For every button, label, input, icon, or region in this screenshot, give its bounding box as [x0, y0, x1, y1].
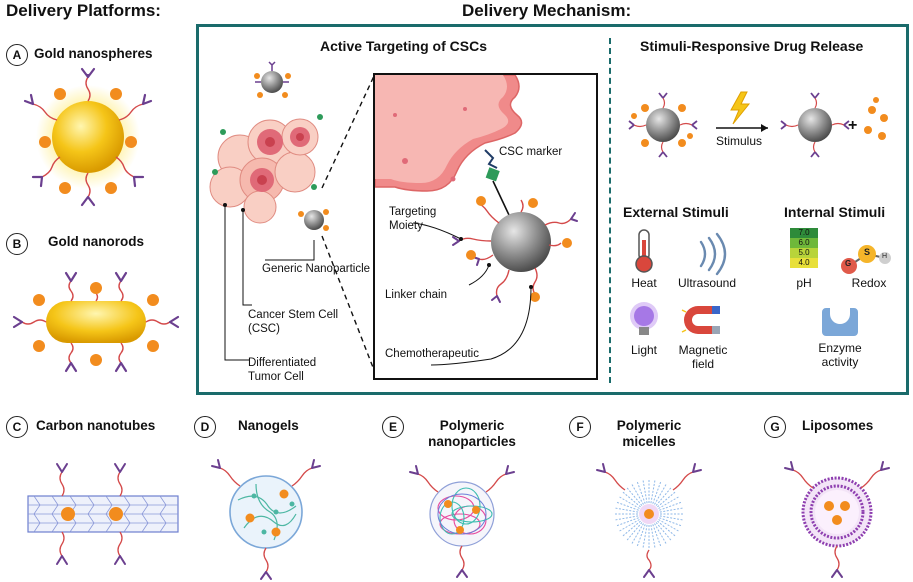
stimuli-release-illustration [628, 91, 888, 158]
magnet-icon [681, 306, 720, 334]
nanogel-illustration [211, 459, 321, 580]
active-targeting-title: Active Targeting of CSCs [320, 38, 487, 54]
stimulus-label: Stimulus [716, 134, 763, 148]
cancer-stem-cell-label: Cancer Stem Cell (CSC) [248, 309, 339, 336]
magnetic-field-label: Magnetic field [678, 343, 728, 372]
delivery-platforms-header: Delivery Platforms: [6, 1, 161, 20]
redox-label: Redox [851, 276, 887, 290]
generic-nanoparticle-label: Generic Nanoparticle [262, 263, 371, 275]
ph-5: 5.0 [790, 248, 818, 258]
platform-label-polymeric-micelles: Polymeric micelles [616, 418, 682, 449]
redox-molecule-icon [841, 245, 891, 274]
light-label: Light [630, 343, 658, 357]
liposome-illustration [784, 461, 890, 578]
enzyme-activity-label: Enzyme activity [818, 341, 862, 370]
platform-label-carbon-nanotubes: Carbon nanotubes [36, 418, 156, 433]
panel-divider [609, 38, 611, 383]
redox-g-letter: G [845, 259, 852, 268]
ph-scale: 7.0 6.0 5.0 4.0 [790, 228, 818, 268]
csc-marker-label: CSC marker [499, 146, 563, 158]
gold-nanorod-illustration [12, 271, 180, 373]
redox-h-letter: H [882, 253, 888, 260]
zoomed-targeting-illustration [375, 75, 578, 366]
polymeric-micelle-illustration [596, 463, 702, 578]
zoomed-targeting-panel: CSC marker Targeting Moiety Linker chain… [373, 73, 598, 380]
gold-nanosphere-illustration [23, 67, 153, 207]
differentiated-tumor-cell-label: Differentiated Tumor Cell [248, 357, 317, 384]
chemotherapeutic-label: Chemotherapeutic [385, 348, 479, 360]
platform-label-polymeric-nanoparticles: Polymeric nanoparticles [428, 418, 516, 449]
platform-letter-c: C [6, 416, 28, 438]
linker-chain-label: Linker chain [385, 289, 448, 301]
platform-label-gold-nanorods: Gold nanorods [48, 234, 144, 249]
platform-letter-d: D [194, 416, 216, 438]
thermometer-icon [635, 229, 653, 273]
external-stimuli-title: External Stimuli [623, 204, 729, 220]
plus-sign: + [848, 117, 858, 134]
tumor-cluster-illustration [209, 61, 329, 231]
platform-letter-a: A [6, 44, 28, 66]
carbon-nanotube-illustration [27, 463, 179, 565]
zoom-connector-lines [321, 75, 375, 371]
platform-letter-g: G [764, 416, 786, 438]
targeting-moiety-label: Targeting Moiety [389, 206, 437, 233]
platform-letter-e: E [382, 416, 404, 438]
platform-label-nanogels: Nanogels [238, 418, 299, 433]
light-bulb-icon [630, 302, 658, 335]
ph-label: pH [796, 276, 812, 290]
platform-letter-f: F [569, 416, 591, 438]
redox-s-letter: S [864, 247, 871, 257]
ultrasound-label: Ultrasound [677, 276, 737, 290]
delivery-mechanism-header: Delivery Mechanism: [462, 1, 632, 20]
heat-label: Heat [631, 276, 657, 290]
platform-label-gold-nanospheres: Gold nanospheres [34, 46, 153, 61]
delivery-mechanism-panel [196, 24, 909, 395]
ph-7: 7.0 [790, 228, 818, 238]
platform-letter-b: B [6, 233, 28, 255]
internal-stimuli-title: Internal Stimuli [784, 204, 886, 220]
tumor-leader-lines [223, 203, 315, 361]
platform-label-liposomes: Liposomes [802, 418, 874, 433]
ph-4: 4.0 [790, 258, 818, 268]
ph-6: 6.0 [790, 238, 818, 248]
enzyme-icon [822, 308, 858, 336]
polymeric-nanoparticle-illustration [409, 465, 515, 578]
stimuli-release-title: Stimuli-Responsive Drug Release [640, 38, 864, 54]
ultrasound-icon [699, 232, 727, 276]
